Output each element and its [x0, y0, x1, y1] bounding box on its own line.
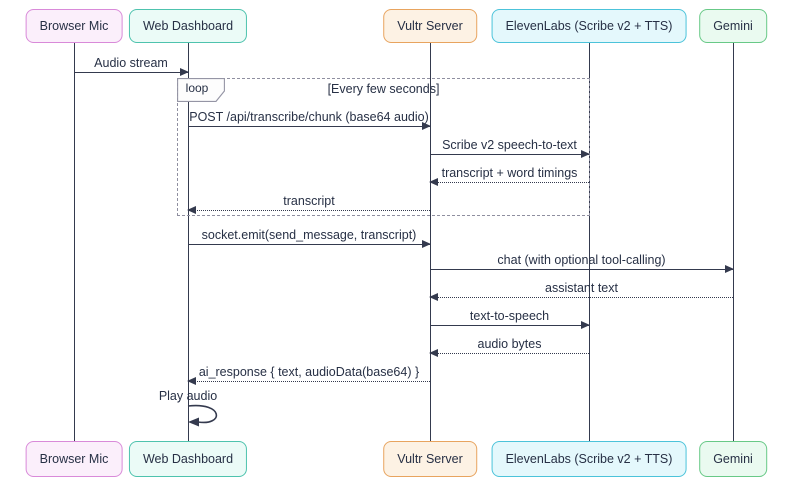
- message-scribe-speech-to-text: Scribe v2 speech-to-text: [430, 138, 590, 158]
- lifeline-elevenlabs: [589, 43, 590, 441]
- self-loop-arrow: [187, 404, 218, 427]
- message-transcript-word-timings: transcript + word timings: [429, 166, 589, 186]
- arrowhead-left: [429, 178, 438, 186]
- message-chat-tool-calling: chat (with optional tool-calling): [430, 253, 734, 273]
- arrowhead-left: [429, 349, 438, 357]
- message-audio-bytes: audio bytes: [429, 337, 589, 357]
- arrowhead-left: [187, 377, 196, 385]
- arrowhead-right: [422, 122, 431, 130]
- arrowhead-right: [581, 321, 590, 329]
- message-assistant-text: assistant text: [429, 281, 733, 301]
- lifeline-gemini: [733, 43, 734, 441]
- arrowhead-right: [422, 240, 431, 248]
- lifeline-web-dashboard: [188, 43, 189, 441]
- actor-elevenlabs-top: ElevenLabs (Scribe v2 + TTS): [491, 9, 687, 43]
- arrowhead-right: [725, 265, 734, 273]
- loop-condition: [Every few seconds]: [327, 82, 440, 96]
- arrowhead-right: [180, 68, 189, 76]
- arrowhead-left: [429, 293, 438, 301]
- message-audio-stream: Audio stream: [74, 56, 189, 76]
- message-ai-response: ai_response { text, audioData(base64) }: [187, 365, 430, 385]
- actor-web-dashboard-bottom: Web Dashboard: [128, 441, 248, 477]
- message-socket-emit: socket.emit(send_message, transcript): [188, 228, 431, 248]
- actor-browser-mic-top: Browser Mic: [25, 9, 123, 43]
- actor-elevenlabs-bottom: ElevenLabs (Scribe v2 + TTS): [491, 441, 687, 477]
- message-play-audio-label: Play audio: [158, 389, 218, 403]
- actor-gemini-bottom: Gemini: [699, 441, 767, 477]
- loop-tab: loop: [177, 78, 225, 102]
- arrowhead-right: [581, 150, 590, 158]
- actor-vultr-server-top: Vultr Server: [383, 9, 477, 43]
- actor-browser-mic-bottom: Browser Mic: [25, 441, 123, 477]
- actor-vultr-server-bottom: Vultr Server: [383, 441, 477, 477]
- loop-tab-shape: [177, 78, 225, 102]
- actor-web-dashboard-top: Web Dashboard: [128, 9, 248, 43]
- lifeline-browser-mic: [74, 43, 75, 441]
- loop-label: loop: [185, 81, 209, 95]
- message-transcript: transcript: [187, 194, 430, 214]
- loop-frame: [177, 78, 590, 216]
- message-post-transcribe-chunk: POST /api/transcribe/chunk (base64 audio…: [188, 110, 431, 130]
- actor-gemini-top: Gemini: [699, 9, 767, 43]
- message-text-to-speech: text-to-speech: [430, 309, 590, 329]
- arrowhead-left: [187, 206, 196, 214]
